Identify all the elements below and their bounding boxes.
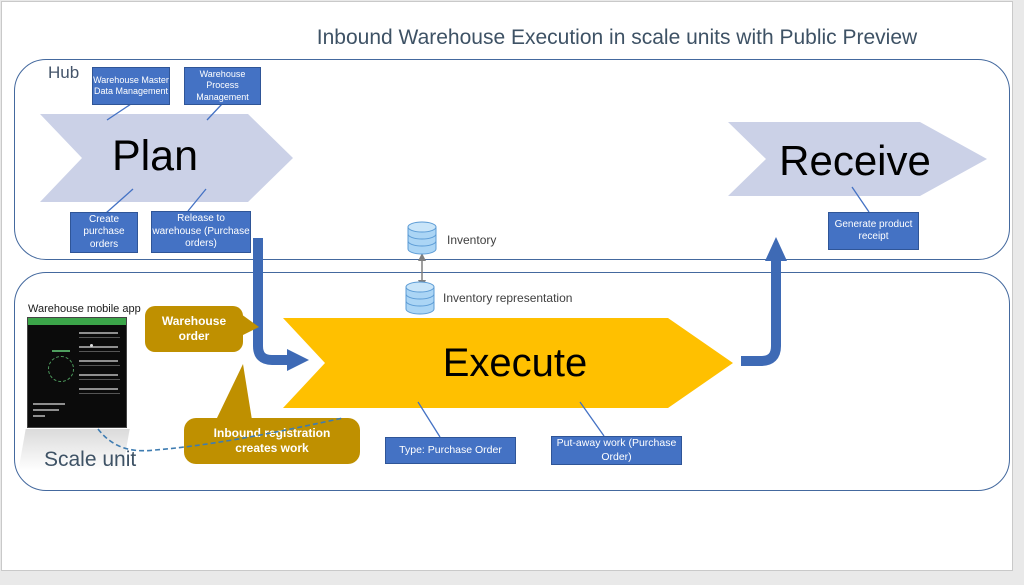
hub-container	[14, 59, 1010, 260]
inbound-registration-callout: Inbound registration creates work	[184, 418, 360, 464]
inventory-label: Inventory	[447, 233, 497, 247]
putaway-work-box: Put-away work (Purchase Order)	[551, 436, 682, 465]
scale-unit-label: Scale unit	[44, 448, 137, 471]
mobile-cursor-dot	[90, 344, 93, 347]
mobile-app-screenshot	[27, 317, 127, 428]
warehouse-order-callout: Warehouse order	[145, 306, 243, 352]
warehouse-process-box: Warehouse Process Management	[184, 67, 261, 105]
mobile-field-row	[78, 360, 119, 362]
mobile-app-label: Warehouse mobile app	[28, 303, 141, 315]
mobile-field-row	[78, 346, 119, 348]
plan-chevron-label: Plan	[111, 132, 199, 180]
page-title: Inbound Warehouse Execution in scale uni…	[316, 26, 918, 49]
mobile-field-row	[78, 351, 121, 352]
generate-product-receipt-box: Generate product receipt	[828, 212, 919, 250]
mobile-field-row	[78, 332, 119, 334]
warehouse-master-data-box: Warehouse Master Data Management	[92, 67, 170, 105]
inventory-representation-label: Inventory representation	[443, 291, 573, 305]
create-purchase-orders-box: Create purchase orders	[70, 212, 138, 253]
mobile-field-row	[78, 374, 119, 376]
mobile-footer-text	[33, 403, 65, 405]
mobile-footer-text	[33, 415, 45, 417]
type-purchase-order-box: Type: Purchase Order	[385, 437, 516, 464]
mobile-field-row	[78, 393, 121, 394]
mobile-green-text	[52, 350, 70, 352]
mobile-field-row	[78, 365, 121, 366]
receive-chevron-label: Receive	[779, 137, 931, 184]
hub-label: Hub	[48, 63, 80, 82]
release-to-warehouse-box: Release to warehouse (Purchase orders)	[151, 211, 251, 253]
mobile-field-row	[78, 337, 121, 338]
mobile-scan-target-icon	[48, 356, 74, 382]
warehouse-order-callout-text: Warehouse order	[161, 314, 227, 343]
mobile-footer-text	[33, 409, 59, 411]
mobile-field-row	[78, 379, 121, 380]
scale-unit-container	[14, 272, 1010, 491]
execute-chevron-label: Execute	[442, 341, 588, 385]
mobile-field-row	[78, 388, 119, 390]
inbound-registration-callout-text: Inbound registration creates work	[213, 426, 331, 455]
mobile-app-header	[28, 318, 126, 325]
